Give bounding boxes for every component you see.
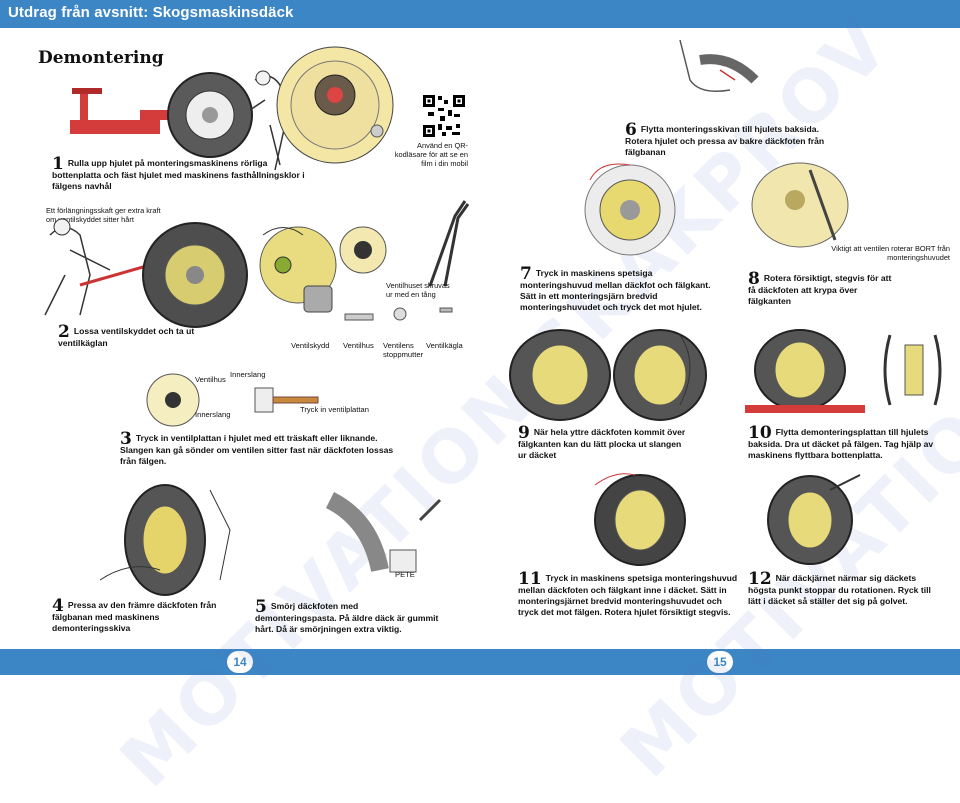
step-7-number: 7	[520, 264, 532, 284]
illustration-step-6	[679, 39, 759, 92]
illustration-step-11	[594, 473, 686, 566]
illustration-press-bead	[99, 484, 231, 596]
part-label-stoppmutter: Ventilens stoppmutter	[383, 341, 424, 359]
label-push-valve-plate: Tryck in ventilplattan	[300, 405, 369, 414]
illustration-step-10	[745, 329, 942, 413]
step-1-text: Rulla upp hjulet på monteringsmaskinens …	[52, 158, 305, 191]
footer-bar: 14 15	[0, 649, 960, 675]
illustration-valve-push	[146, 373, 319, 427]
page-number-left: 14	[227, 651, 253, 673]
page-title: Utdrag från avsnitt: Skogsmaskinsdäck	[8, 4, 294, 21]
step-11-text: Tryck in maskinens spetsiga monteringshu…	[518, 573, 738, 617]
illustration-step-8	[751, 162, 849, 248]
part-label-ventilhus: Ventilhus	[343, 341, 374, 350]
step-3-number: 3	[120, 429, 132, 449]
step-10-text: Flytta demonteringsplattan till hjulets …	[748, 427, 934, 460]
label-valve-body: Ventilhus	[195, 375, 226, 384]
step-3-text: Tryck in ventilplattan i hjulet med ett …	[120, 433, 394, 466]
label-inner-tube-bottom: Innerslang	[195, 410, 231, 419]
part-label-ventilskydd: Ventilskydd	[291, 341, 330, 350]
step-12-text: När däckjärnet närmar sig däckets högsta…	[748, 573, 931, 606]
illustration-paste	[325, 491, 442, 573]
step-2-number: 2	[58, 322, 70, 342]
step-6-text: Rotera hjulet och pressa av bakre däckfo…	[625, 136, 825, 157]
step-8-text: Rotera försiktigt, stegvis för att få dä…	[748, 273, 892, 306]
illustration-step-9a	[509, 329, 611, 421]
step-4-number: 4	[52, 596, 64, 616]
illustration-pliers	[428, 200, 470, 287]
section-heading: Demontering	[38, 48, 164, 68]
step-8-number: 8	[748, 269, 760, 289]
step-5-number: 5	[255, 597, 267, 617]
note-valve-body-loose: Ventilhuset skruvas ur med en tång	[386, 281, 450, 299]
step-9-text: När hela yttre däckfoten kommit över fäl…	[518, 427, 686, 460]
label-inner-tube-top: Innerslang	[230, 370, 266, 379]
step-6-title: Flytta monteringsskivan till hjulets bak…	[640, 124, 819, 134]
part-label-ventilkagla: Ventilkägla	[426, 341, 463, 350]
note-extension: Ett förlängningsskaft ger extra kraft om…	[46, 206, 161, 224]
illustration-valve-body	[339, 226, 387, 274]
step-9-number: 9	[518, 423, 530, 443]
illustration-step-9b	[613, 329, 707, 421]
note-rotate-valve: Viktigt att ventilen roterar BORT från m…	[831, 244, 950, 262]
step-6-number: 6	[625, 120, 637, 140]
step-12-number: 12	[748, 569, 772, 589]
step-7-text: Tryck in maskinens spetsiga monteringshu…	[520, 268, 711, 312]
step-5-text: Smörj däckfoten med demonteringspasta. P…	[255, 601, 439, 634]
step-1-number: 1	[52, 154, 64, 174]
step-11-number: 11	[518, 569, 542, 589]
illustration-rim-closeup	[276, 46, 394, 164]
illustration-valve-cap	[259, 226, 337, 304]
step-10-number: 10	[748, 423, 772, 443]
illustration-valve-parts	[303, 285, 453, 321]
page-number-right: 15	[707, 651, 733, 673]
qr-caption: Använd en QR-kodläsare för att se en fil…	[394, 141, 468, 168]
step-2-text: Lossa ventilskyddet och ta ut ventilkägl…	[58, 326, 195, 348]
qr-code[interactable]	[422, 94, 466, 138]
illustration-step-7	[584, 163, 676, 256]
illustration-tire-changer	[70, 70, 286, 171]
step-4-text: Pressa av den främre däckfoten från fälg…	[52, 600, 217, 633]
illustration-step-12	[767, 474, 861, 565]
illustration-worker-extension	[44, 218, 248, 328]
header-bar: Utdrag från avsnitt: Skogsmaskinsdäck	[0, 0, 960, 28]
paste-can-label: PETE	[395, 570, 415, 579]
